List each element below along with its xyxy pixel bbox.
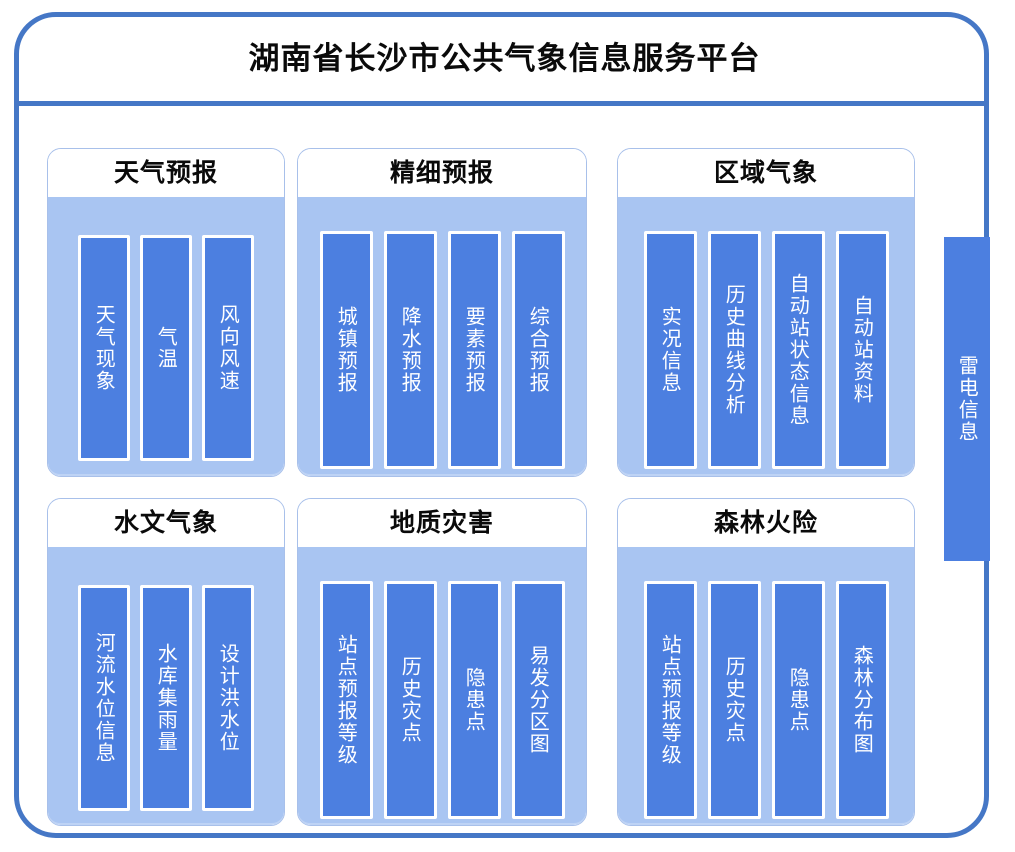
item-hydrology-1[interactable]: 河流水位信息 xyxy=(78,585,130,811)
section-header: 天气预报 xyxy=(48,149,284,196)
item-regional-1[interactable]: 实况信息 xyxy=(643,231,697,469)
section-header: 森林火险 xyxy=(618,499,914,546)
section-card-geological-hazard[interactable]: 地质灾害 站点预报等级历史灾点隐患点易发分区图 xyxy=(297,498,587,826)
item-fine-forecast-2[interactable]: 降水预报 xyxy=(383,231,437,469)
item-hydrology-3[interactable]: 设计洪水位 xyxy=(202,585,254,811)
item-fine-forecast-3[interactable]: 要素预报 xyxy=(447,231,501,469)
section-title: 地质灾害 xyxy=(389,508,494,537)
section-panel: 实况信息历史曲线分析自动站状态信息自动站资料 xyxy=(618,196,914,476)
item-weather-forecast-1[interactable]: 天气现象 xyxy=(78,235,130,461)
lightning-info-bar[interactable]: 雷电信息 xyxy=(944,237,990,561)
section-card-weather-forecast[interactable]: 天气预报 天气现象气温风向风速 xyxy=(47,148,285,477)
section-header: 水文气象 xyxy=(48,499,284,546)
item-regional-4[interactable]: 自动站资料 xyxy=(835,231,889,469)
section-header: 区域气象 xyxy=(618,149,914,196)
item-geo-hazard-1[interactable]: 站点预报等级 xyxy=(319,581,373,819)
section-items: 实况信息历史曲线分析自动站状态信息自动站资料 xyxy=(618,197,914,476)
item-regional-2[interactable]: 历史曲线分析 xyxy=(707,231,761,469)
section-panel: 站点预报等级历史灾点隐患点易发分区图 xyxy=(298,546,586,825)
item-weather-forecast-2[interactable]: 气温 xyxy=(140,235,192,461)
item-regional-3[interactable]: 自动站状态信息 xyxy=(771,231,825,469)
section-panel: 站点预报等级历史灾点隐患点森林分布图 xyxy=(618,546,914,825)
section-header: 精细预报 xyxy=(298,149,586,196)
item-geo-hazard-2[interactable]: 历史灾点 xyxy=(383,581,437,819)
section-items: 天气现象气温风向风速 xyxy=(48,197,284,476)
section-card-forest-fire-risk[interactable]: 森林火险 站点预报等级历史灾点隐患点森林分布图 xyxy=(617,498,915,826)
platform-title-band: 湖南省长沙市公共气象信息服务平台 xyxy=(19,17,984,106)
section-panel: 城镇预报降水预报要素预报综合预报 xyxy=(298,196,586,476)
item-forest-fire-2[interactable]: 历史灾点 xyxy=(707,581,761,819)
section-card-hydrological-meteorology[interactable]: 水文气象 河流水位信息水库集雨量设计洪水位 xyxy=(47,498,285,826)
section-items: 城镇预报降水预报要素预报综合预报 xyxy=(298,197,586,476)
section-header: 地质灾害 xyxy=(298,499,586,546)
section-panel: 河流水位信息水库集雨量设计洪水位 xyxy=(48,546,284,825)
item-geo-hazard-3[interactable]: 隐患点 xyxy=(447,581,501,819)
section-panel: 天气现象气温风向风速 xyxy=(48,196,284,476)
section-card-regional-meteorology[interactable]: 区域气象 实况信息历史曲线分析自动站状态信息自动站资料 xyxy=(617,148,915,477)
item-forest-fire-3[interactable]: 隐患点 xyxy=(771,581,825,819)
section-title: 天气预报 xyxy=(113,158,218,187)
platform-content: 天气预报 天气现象气温风向风速 精细预报 城镇预报降水预报要素预报综合预报 区域… xyxy=(19,106,990,833)
item-fine-forecast-4[interactable]: 综合预报 xyxy=(511,231,565,469)
item-hydrology-2[interactable]: 水库集雨量 xyxy=(140,585,192,811)
platform-frame: 湖南省长沙市公共气象信息服务平台 天气预报 天气现象气温风向风速 精细预报 城镇… xyxy=(14,12,990,838)
section-items: 站点预报等级历史灾点隐患点易发分区图 xyxy=(298,547,586,825)
item-geo-hazard-4[interactable]: 易发分区图 xyxy=(511,581,565,819)
item-weather-forecast-3[interactable]: 风向风速 xyxy=(202,235,254,461)
section-title: 精细预报 xyxy=(389,158,494,187)
section-title: 森林火险 xyxy=(713,508,818,537)
section-title: 水文气象 xyxy=(113,508,218,537)
section-items: 河流水位信息水库集雨量设计洪水位 xyxy=(48,547,284,825)
item-forest-fire-4[interactable]: 森林分布图 xyxy=(835,581,889,819)
item-fine-forecast-1[interactable]: 城镇预报 xyxy=(319,231,373,469)
section-title: 区域气象 xyxy=(713,158,818,187)
section-items: 站点预报等级历史灾点隐患点森林分布图 xyxy=(618,547,914,825)
page-title: 湖南省长沙市公共气象信息服务平台 xyxy=(248,40,761,77)
item-forest-fire-1[interactable]: 站点预报等级 xyxy=(643,581,697,819)
section-card-fine-forecast[interactable]: 精细预报 城镇预报降水预报要素预报综合预报 xyxy=(297,148,587,477)
